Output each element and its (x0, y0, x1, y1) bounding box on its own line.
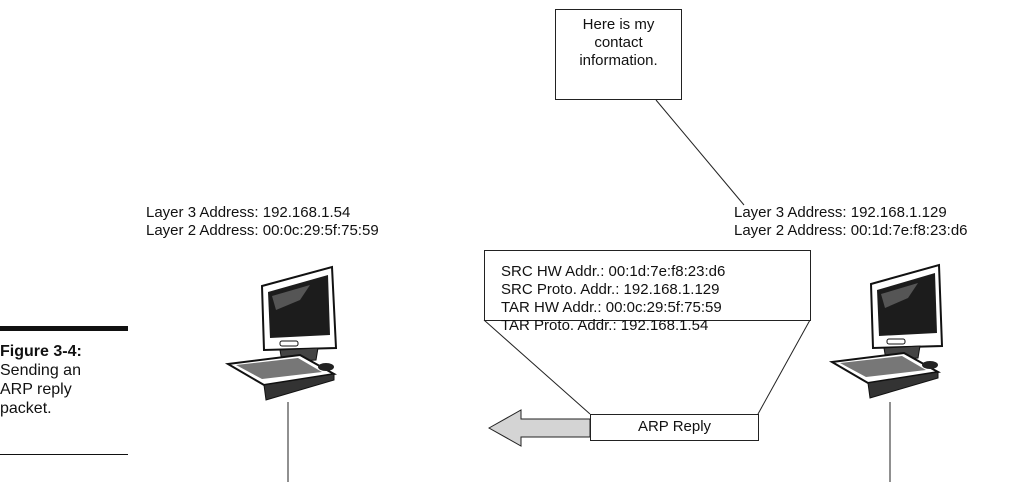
figure-caption: Figure 3-4: Sending an ARP reply packet. (0, 342, 130, 418)
packet-expand-right (757, 319, 811, 415)
packet-field: SRC Proto. Addr.: 192.168.1.129 (501, 281, 720, 298)
left-layer3-address: Layer 3 Address: 192.168.1.54 (146, 204, 351, 221)
packet-field: SRC HW Addr.: 00:1d:7e:f8:23:d6 (501, 263, 726, 280)
speech-line: information. (579, 52, 658, 69)
caption-line: packet. (0, 400, 52, 417)
right-layer3-address: Layer 3 Address: 192.168.1.129 (734, 204, 947, 221)
speech-line: contact (594, 34, 643, 51)
packet-field: TAR Proto. Addr.: 192.168.1.54 (501, 317, 709, 334)
direction-arrow (487, 409, 591, 447)
caption-bottom-rule (0, 454, 128, 455)
arp-reply-label: ARP Reply (637, 418, 712, 435)
speech-pointer-line (655, 99, 745, 206)
arp-reply-box: ARP Reply (590, 414, 759, 441)
packet-field: TAR HW Addr.: 00:0c:29:5f:75:59 (501, 299, 722, 316)
figure-label: Figure 3-4: (0, 343, 82, 360)
right-address-block: Layer 3 Address: 192.168.1.129 Layer 2 A… (734, 204, 968, 240)
left-computer-icon (224, 265, 338, 401)
caption-line: ARP reply (0, 381, 72, 398)
left-address-block: Layer 3 Address: 192.168.1.54 Layer 2 Ad… (146, 204, 379, 240)
caption-line: Sending an (0, 362, 81, 379)
speech-bubble: Here is my contact information. (555, 9, 682, 100)
packet-expand-left (483, 319, 591, 415)
left-layer2-address: Layer 2 Address: 00:0c:29:5f:75:59 (146, 222, 379, 239)
right-layer2-address: Layer 2 Address: 00:1d:7e:f8:23:d6 (734, 222, 968, 239)
right-computer-icon (828, 263, 944, 399)
packet-detail-box: SRC HW Addr.: 00:1d:7e:f8:23:d6 SRC Prot… (484, 250, 811, 334)
caption-top-rule (0, 326, 128, 331)
speech-line: Here is my (582, 16, 655, 33)
